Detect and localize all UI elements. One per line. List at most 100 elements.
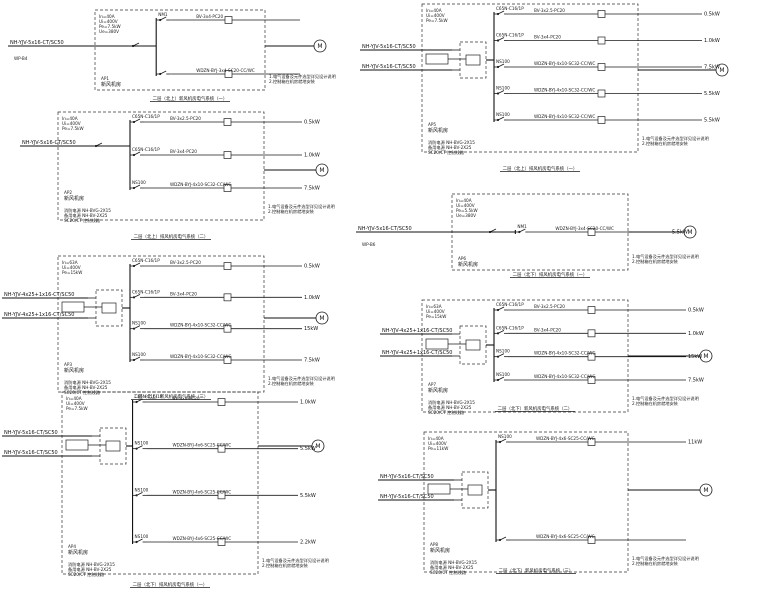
contactor-d1-0 <box>224 16 233 24</box>
right-note-d3-0: 1.电气设备及元件选型详见设计说明 <box>268 375 335 382</box>
spec-text-d8-0: In=40A <box>428 436 444 441</box>
branch-breaker-d2-2-pivot <box>132 186 136 190</box>
bottom-note-d4-2: SC20/CT 控制线路 <box>68 571 105 578</box>
box-name-d7: 新风机房 <box>428 387 448 394</box>
feeder-label-d6-0: NH-YJV-5x16-CT/SC50 <box>358 226 412 232</box>
branch-breaker-d7-0-blade <box>497 306 505 311</box>
branch-breaker-d7-1-blade <box>497 329 505 334</box>
caption-d2: 二层（北上）排风机房电气系统（二） <box>134 233 209 240</box>
branch-breaker-d4-1-pivot <box>135 447 138 450</box>
bottom-note-d3-2: SC20/CT 控制线路 <box>64 389 101 396</box>
cable-label-d3-2: WDZN-BYJ-4x10-SC32-CC/WC <box>170 323 231 328</box>
right-note-d4-1: 2.控制箱在机房就地安装 <box>262 562 309 569</box>
right-note-d1-1: 2.控制箱在机房就地安装 <box>269 78 316 85</box>
ats-unit-d4 <box>105 440 121 452</box>
cable-label-d5-3: WDZN-BYJ-4x10-SC32-CC/WC <box>534 88 595 93</box>
breaker-label-d4-3: NS100 <box>135 534 149 539</box>
right-note-d8-0: 1.电气设备及元件选型详见设计说明 <box>632 555 699 562</box>
load-label-d4-0: 1.0kW <box>300 400 316 406</box>
branch-d4-3: NS100 WDZN-BYJ-4x6-SC25-CC/WC 2.2kW <box>132 534 316 546</box>
feeder-label-d7-0: NH-YJV-4x25+1x16-CT/SC50 <box>382 328 452 334</box>
branch-breaker-d8-0-blade <box>499 438 507 443</box>
contactor-d5-2 <box>597 63 606 71</box>
contactor-d7-1 <box>587 329 596 338</box>
branch-breaker-d4-0-pivot <box>135 400 138 404</box>
branch-breaker-d6-0-pivot <box>518 230 521 234</box>
branch-breaker-d7-2-blade <box>497 353 505 358</box>
diagram-d1: In=40AUi=400VPe=7.5kWUe=380VNH-YJV-5x16-… <box>8 9 336 102</box>
ats-enclosure-d4 <box>99 427 127 465</box>
cable-label-d1-0: BV-3x4-PC20 <box>196 14 223 19</box>
cable-label-d6-0: WDZN-BYJ-3x4-SC20-CC/WC <box>555 226 614 231</box>
main-breaker-d6-pivot <box>488 230 492 234</box>
branch-d1-0: NM1 BV-3x4-PC20 <box>156 12 300 24</box>
breaker-label-d1-0: NM1 <box>158 12 168 17</box>
feeder-label-d1-0: NH-YJV-5x16-CT/SC50 <box>10 40 64 46</box>
bottom-note-d7-0: 消防电源 NH-BVG-2X15 <box>428 399 475 406</box>
contactor-d4-0 <box>217 398 226 406</box>
box-id-d5: AP5 <box>428 122 436 127</box>
load-label-d7-0: 0.5kW <box>688 308 704 314</box>
load-label-d4-3: 2.2kW <box>300 540 316 546</box>
branch-breaker-d1-0-pivot <box>159 18 162 22</box>
spec-text-d4-1: Ui=400V <box>66 401 85 406</box>
cable-label-d4-3: WDZN-BYJ-4x6-SC25-CC/WC <box>173 536 232 541</box>
cable-label-d7-0: BV-3x2.5-PC20 <box>534 304 565 309</box>
branch-breaker-d3-1-blade <box>133 293 141 298</box>
spec-text-d6-0: In=40A <box>456 198 472 203</box>
spec-text-d6-1: Ui=400V <box>456 203 475 208</box>
bottom-note-d2-0: 消防电源 NH-BVG-2X15 <box>64 207 111 214</box>
box-name-d5: 新风机房 <box>428 127 448 134</box>
diagram-d5: In=40AUi=400VPe=7.5kWNH-YJV-5x16-CT/SC50… <box>360 3 729 172</box>
cable-label-d7-2: WDZN-BYJ-4x10-SC32-CC/WC <box>534 351 595 356</box>
branch-breaker-d3-0-pivot <box>132 264 136 268</box>
spec-text-d3-1: Ui=400V <box>62 265 81 270</box>
ats-unit-d3 <box>101 302 117 314</box>
main-breaker-d1-pivot <box>131 44 135 48</box>
box-id-d2: AP2 <box>64 190 72 195</box>
diagram-d6: In=40AUi=400VPe=5.5kWUe=380VNH-YJV-5x16-… <box>356 193 699 278</box>
contactor-d5-1 <box>597 36 606 45</box>
branch-breaker-d2-2-blade <box>133 184 141 189</box>
load-label-d2-2: 7.5kW <box>304 186 320 192</box>
branch-breaker-d3-0-blade <box>133 262 141 267</box>
breaker-label-d7-0: C65N-C16/1P <box>496 302 524 307</box>
spec-text-d2-0: In=40A <box>62 116 78 121</box>
load-label-d5-1: 1.0kW <box>704 38 720 44</box>
right-note-d2-0: 1.电气设备及元件选型详见设计说明 <box>268 203 335 210</box>
branch-breaker-d5-4-blade <box>497 116 505 121</box>
spec-text-d2-2: Pe=7.5kW <box>62 126 84 131</box>
motor-symbol-d3-label: M <box>319 315 324 322</box>
spec-text-d1-1: Ui=400V <box>99 19 118 24</box>
box-name-d2: 新风机房 <box>64 195 84 202</box>
caption-d1: 二层（北上）新风机房电气系统（一） <box>153 95 228 102</box>
branch-breaker-d5-2-blade <box>497 63 505 68</box>
motor-symbol-d8-label: M <box>703 487 708 494</box>
spec-text-d1-0: In=40A <box>99 14 115 19</box>
cable-label-d2-1: BV-3x4-PC20 <box>170 149 197 154</box>
caption-d3: 二层（北上）新风机房电气系统（三） <box>134 393 209 400</box>
main-breaker-d2-pivot <box>94 144 98 148</box>
right-note-d1-0: 1.电气设备及元件选型详见设计说明 <box>269 73 336 80</box>
contactor-d3-0 <box>223 262 232 270</box>
branch-breaker-d6-0-blade <box>519 228 526 233</box>
branch-breaker-d1-1-pivot <box>159 72 162 76</box>
main-breaker-d1-blade <box>132 42 140 47</box>
breaker-label-d7-1: C65N-C16/1P <box>496 325 524 330</box>
motor-symbol-d7-label: M <box>703 353 708 360</box>
ats-unit-d5 <box>465 54 481 66</box>
source-label-d1: WP-B4 <box>14 56 28 61</box>
spec-text-d1-3: Ue=380V <box>99 29 119 34</box>
feeder-label-d7-1: NH-YJV-4x25+1x16-CT/SC50 <box>382 350 452 356</box>
branch-breaker-d5-1-pivot <box>496 39 500 42</box>
spec-text-d3-2: Pe=15kW <box>62 270 82 275</box>
breaker-label-d5-0: C65N-C16/1P <box>496 6 524 11</box>
caption-d5: 二层（北上）排风机房电气系统（一） <box>503 165 578 172</box>
meter-box-d4 <box>65 439 89 451</box>
